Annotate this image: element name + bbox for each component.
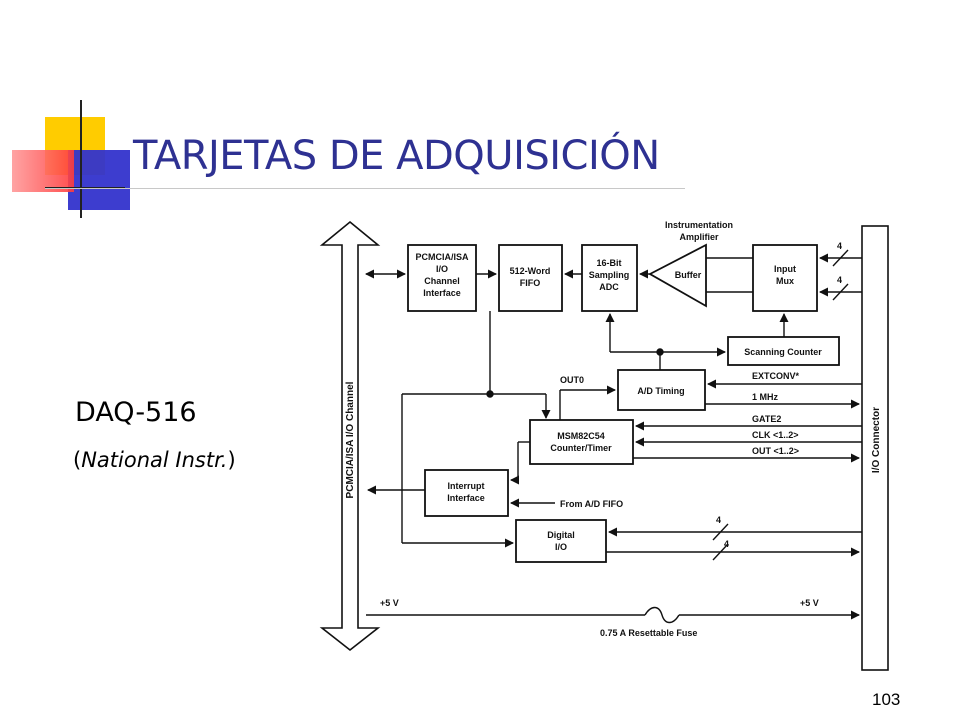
out0-label: OUT0 [560,375,584,385]
pcmcia-label-3: Channel [424,276,460,286]
amp-label-2: Amplifier [679,232,719,242]
page-number: 103 [872,690,901,709]
counter-label-1: MSM82C54 [557,431,605,441]
bus-label: PCMCIA/ISA I/O Channel [345,381,356,498]
board-maker: (National Instr.) [73,448,236,472]
mux-label-1: Input [774,264,796,274]
adc-label-3: ADC [599,282,619,292]
connector-label: I/O Connector [871,407,882,473]
pcmcia-label-1: PCMCIA/ISA [415,252,469,262]
slide-logo [0,95,135,225]
extconv-label: EXTCONV* [752,371,800,381]
buffer-label: Buffer [675,270,702,280]
adc-label-1: 16-Bit [596,258,621,268]
fifo-label-1: 512-Word [510,266,551,276]
fuse-label: 0.75 A Resettable Fuse [600,628,697,638]
pcmcia-label-4: Interface [423,288,461,298]
ad-timing-label: A/D Timing [637,386,684,396]
out-label: OUT <1..2> [752,446,799,456]
pcmcia-label-2: I/O [436,264,448,274]
dig-width-label-1: 4 [716,515,721,525]
bus-width-label-1: 4 [837,241,842,251]
mux-label-2: Mux [776,276,794,286]
title-underline [45,188,685,189]
from-fifo-label: From A/D FIFO [560,499,623,509]
scan-counter-label: Scanning Counter [744,347,822,357]
mhz-label: 1 MHz [752,392,779,402]
plus5-right-label: +5 V [800,598,819,608]
clk-label: CLK <1..2> [752,430,799,440]
interrupt-label-1: Interrupt [448,481,485,491]
dig-width-label-2: 4 [724,539,729,549]
digital-label-2: I/O [555,542,567,552]
board-model: DAQ-516 [75,397,197,428]
adc-label-2: Sampling [589,270,630,280]
bus-width-label-2: 4 [837,275,842,285]
slide-title: TARJETAS DE ADQUISICIÓN [133,133,660,179]
interrupt-label-2: Interface [447,493,485,503]
gate2-label: GATE2 [752,414,781,424]
digital-label-1: Digital [547,530,575,540]
plus5-left-label: +5 V [380,598,399,608]
counter-label-2: Counter/Timer [550,443,612,453]
amp-label-1: Instrumentation [665,220,733,230]
fifo-label-2: FIFO [520,278,541,288]
